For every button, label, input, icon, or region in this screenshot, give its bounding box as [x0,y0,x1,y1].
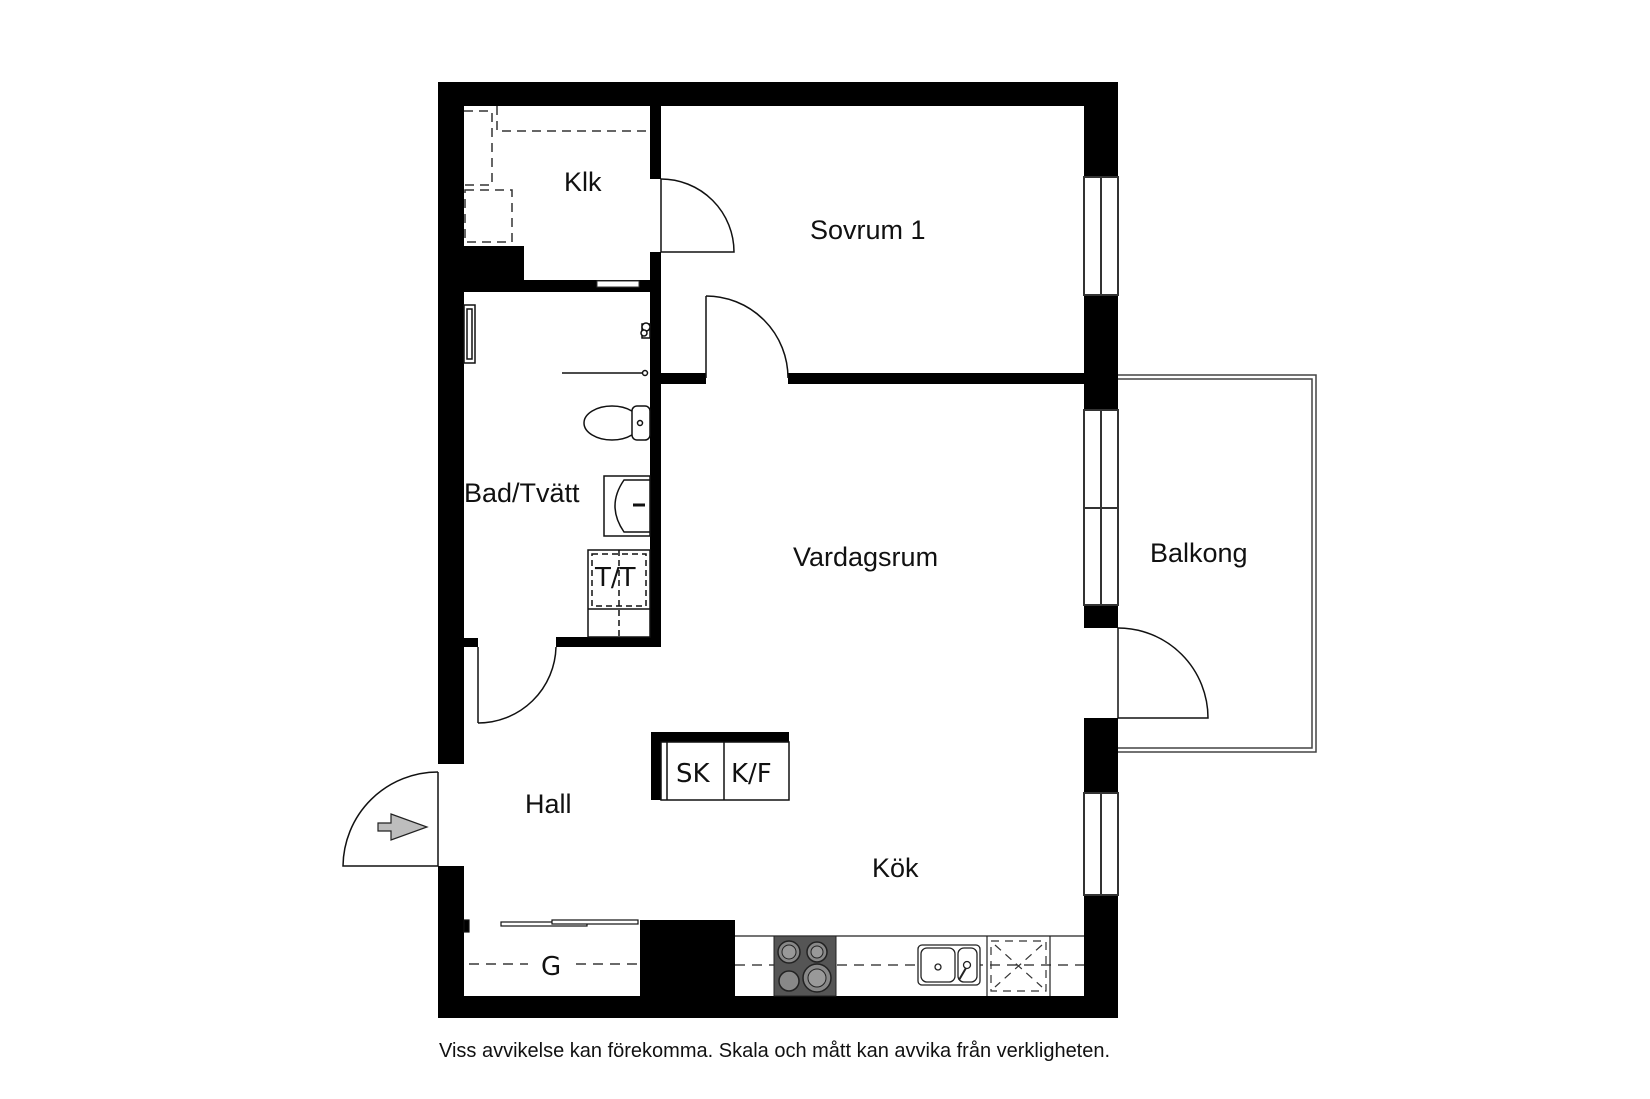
room-label-balkong: Balkong [1150,538,1248,568]
stove-icon [773,935,837,997]
entrance-door-swing [342,771,439,867]
bathroom-fixtures [463,304,651,638]
doors [342,178,1209,867]
sink-icon [917,944,981,986]
balcony-railing [1118,374,1317,753]
room-label-klk: Klk [564,167,602,197]
entrance-arrow-icon [377,813,429,841]
exterior-walls [438,82,1118,1018]
bedroom-door-swing [705,295,789,379]
room-label-bad: Bad/Tvätt [464,478,580,508]
washbasin-icon [603,475,651,537]
klk-storage-outlines [464,106,650,243]
windows [1083,176,1119,896]
fixture-label-wardrobe: G [541,952,561,982]
dishwasher-icon [990,940,1047,992]
bath-door-swing [477,646,557,724]
room-label-kok: Kök [872,853,919,883]
balcony-door-swing [1117,627,1209,719]
fixture-label-tumble-dryer: T/T [594,563,636,593]
klk-door-swing [660,178,735,253]
room-label-vardagsrum: Vardagsrum [793,542,938,572]
vent-opening [596,280,640,288]
toilet-icon [583,405,651,441]
shower-icon [640,322,651,339]
room-label-hall: Hall [525,789,572,819]
fixture-label-fridge-freezer: K/F [731,759,772,789]
closet-fridge-unit [660,741,790,801]
interior-walls [464,106,1084,996]
room-label-sovrum: Sovrum 1 [810,215,926,245]
wardrobe [463,919,640,965]
fixture-label-closet: SK [676,759,711,789]
disclaimer-text: Viss avvikelse kan förekomma. Skala och … [439,1040,1111,1062]
